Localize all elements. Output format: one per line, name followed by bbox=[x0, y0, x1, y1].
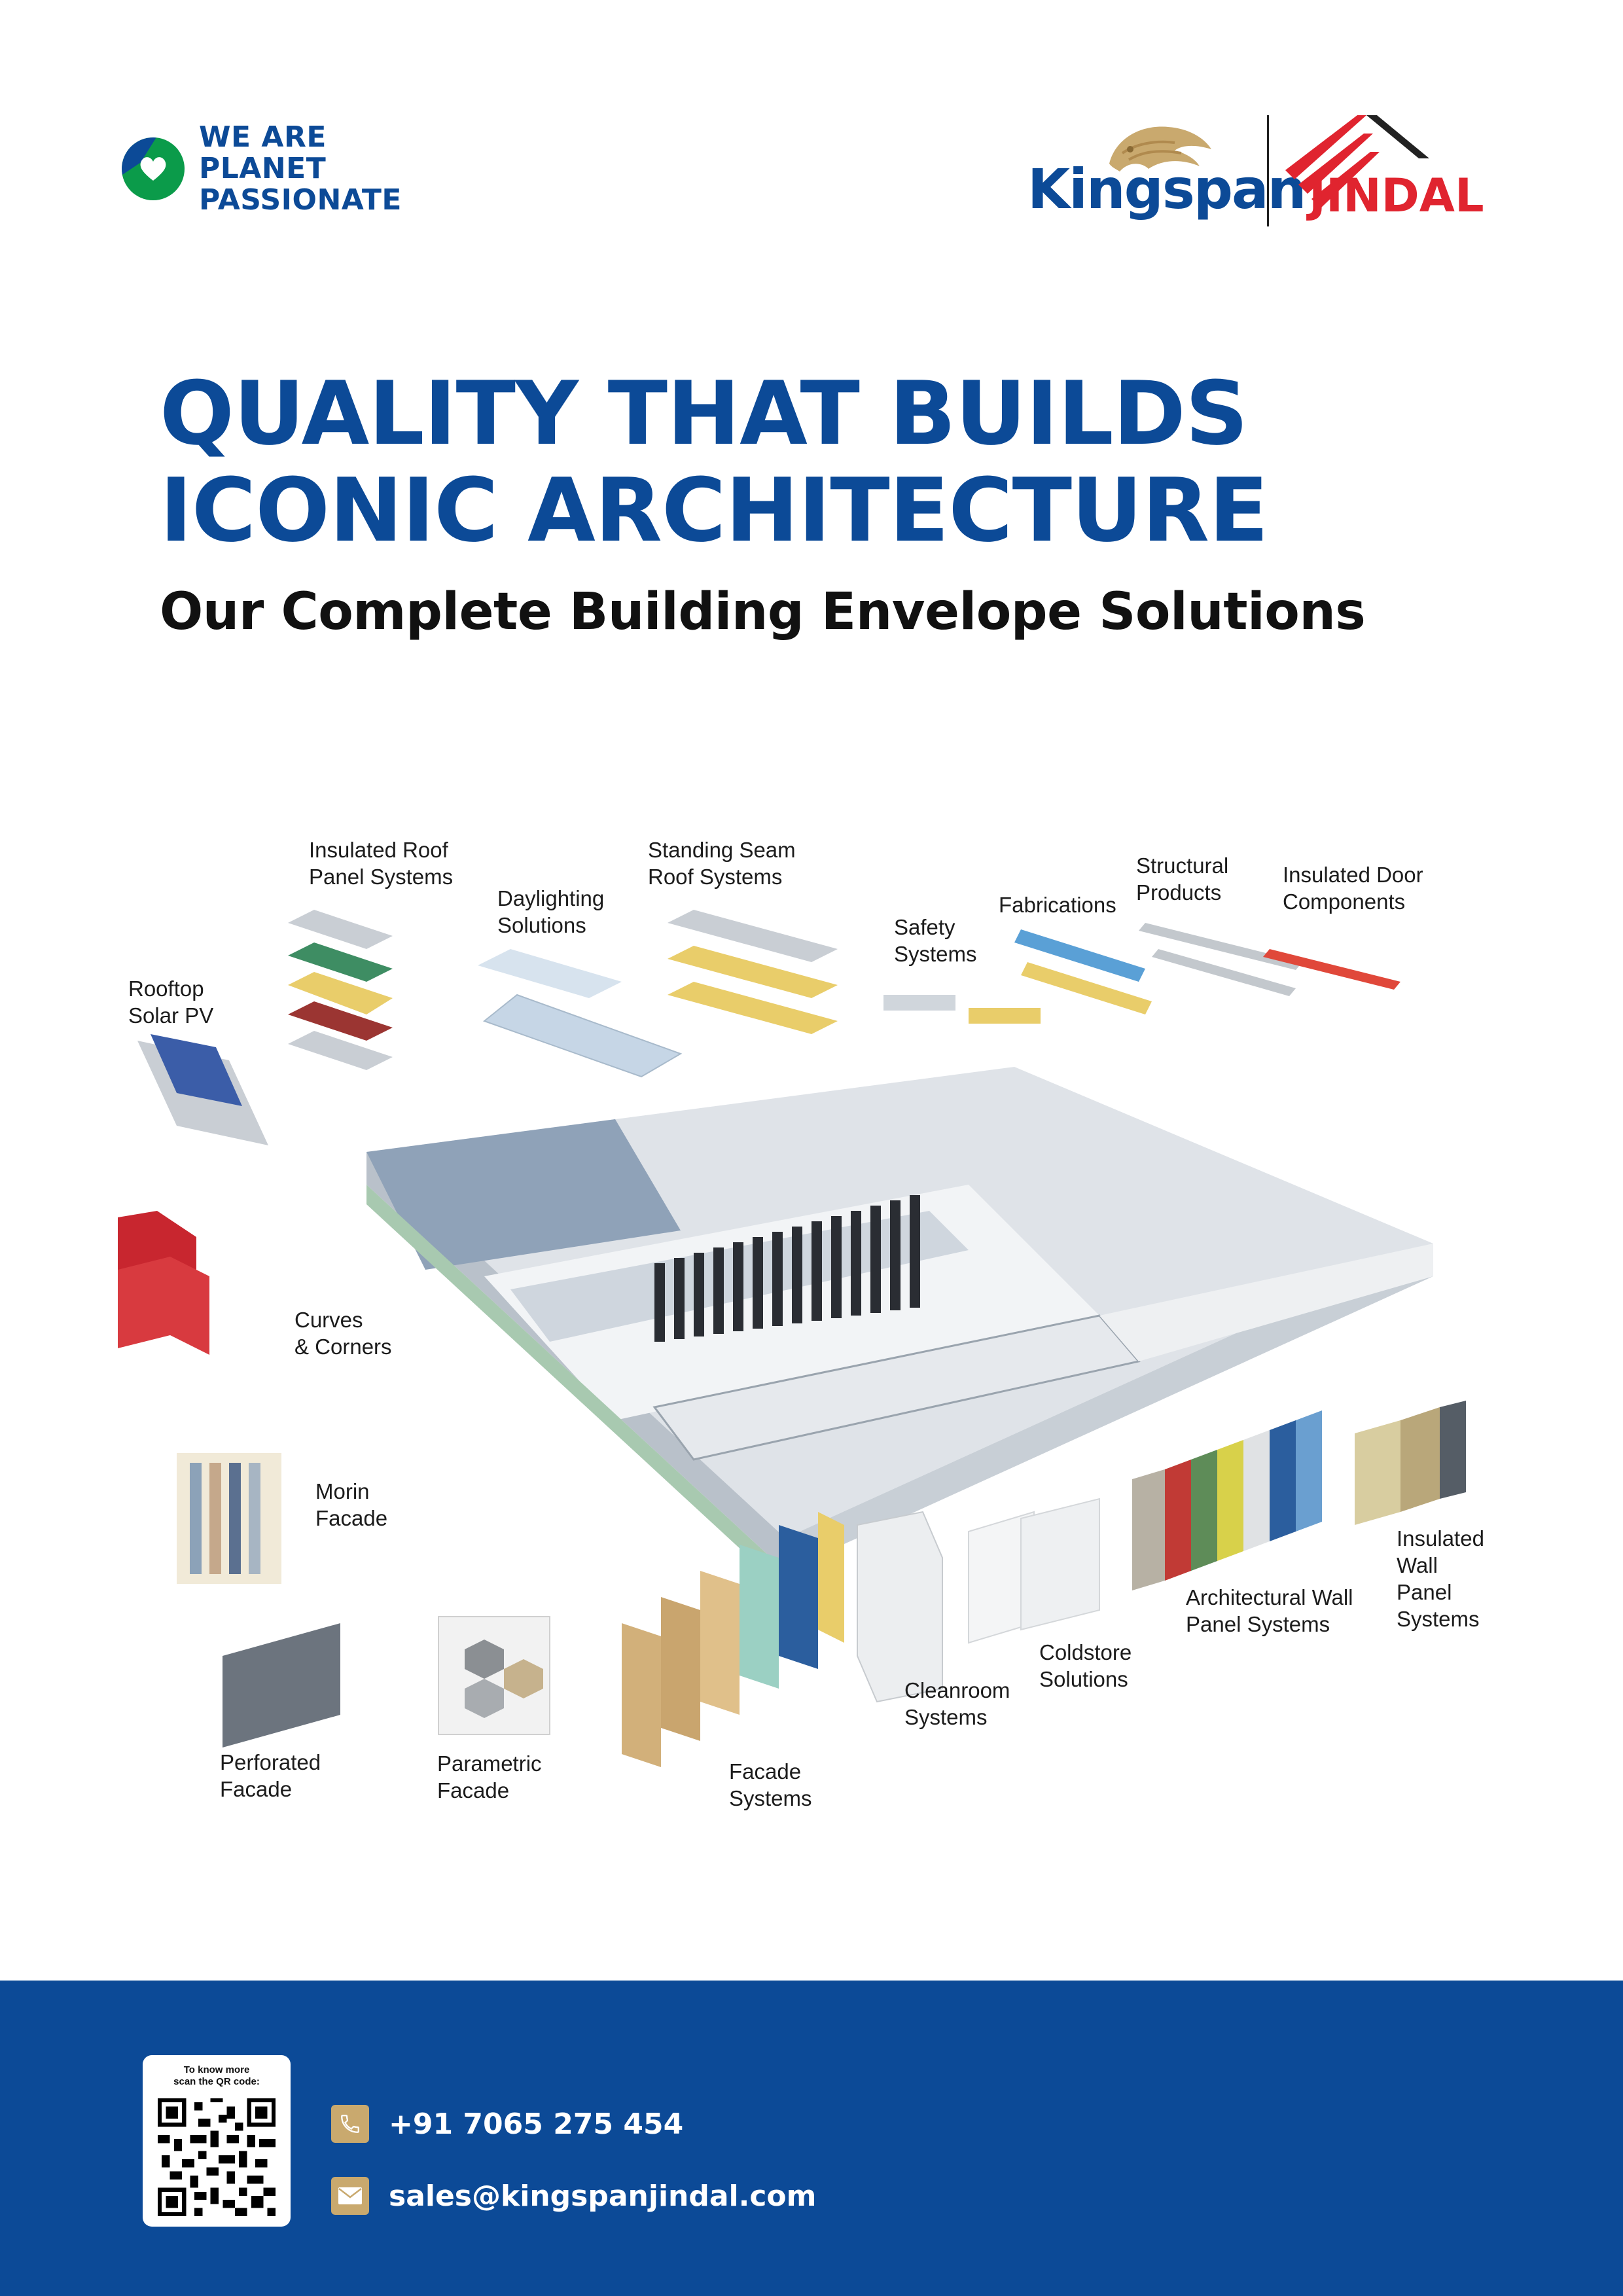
label-insulated-door: Insulated Door Components bbox=[1283, 863, 1423, 914]
morin-facade-graphic bbox=[177, 1453, 281, 1584]
label-safety: Safety Systems bbox=[894, 915, 977, 966]
solar-pv-graphic bbox=[137, 1034, 268, 1145]
contact-phone[interactable]: +91 7065 275 454 bbox=[331, 2105, 683, 2143]
tagline-line-1: WE ARE bbox=[199, 120, 327, 154]
parametric-facade-graphic bbox=[438, 1616, 550, 1735]
curves-corners-graphic bbox=[118, 1211, 209, 1355]
planet-heart-icon bbox=[122, 137, 185, 200]
label-standing-seam: Standing Seam Roof Systems bbox=[648, 838, 796, 889]
page-subheadline: Our Complete Building Envelope Solutions bbox=[160, 583, 1366, 641]
label-architectural-wall: Architectural Wall Panel Systems bbox=[1186, 1585, 1353, 1636]
label-insulated-wall: Insulated Wall Panel Systems bbox=[1397, 1526, 1484, 1631]
perforated-facade-graphic bbox=[223, 1623, 340, 1748]
phone-icon bbox=[331, 2105, 369, 2143]
mail-icon bbox=[331, 2177, 369, 2215]
coldstore-graphic bbox=[968, 1498, 1100, 1644]
label-cleanroom: Cleanroom Systems bbox=[904, 1678, 1010, 1729]
facade-systems-graphic bbox=[622, 1512, 844, 1767]
label-perforated-facade: Perforated Facade bbox=[220, 1750, 321, 1801]
roof-panel-stack-graphic bbox=[288, 910, 393, 1070]
planet-passionate-badge: WE ARE PLANET PASSIONATE bbox=[122, 122, 402, 216]
brand-logos: Kingspan JINDAL bbox=[1027, 111, 1505, 229]
qr-card: To know more scan the QR code: bbox=[143, 2055, 291, 2227]
cleanroom-graphic bbox=[857, 1511, 943, 1703]
building-envelope-illustration: Insulated Roof Panel Systems Standing Se… bbox=[118, 818, 1505, 1839]
label-structural: Structural Products bbox=[1136, 853, 1229, 905]
label-fabrications: Fabrications bbox=[999, 893, 1116, 917]
qr-caption: To know more scan the QR code: bbox=[173, 2064, 260, 2087]
standing-seam-graphic bbox=[668, 910, 838, 1034]
label-parametric-facade: Parametric Facade bbox=[437, 1751, 542, 1803]
label-insulated-roof: Insulated Roof Panel Systems bbox=[309, 838, 454, 889]
tagline-line-3: PASSIONATE bbox=[199, 183, 402, 217]
daylighting-graphic bbox=[478, 949, 683, 1078]
architectural-wall-graphic bbox=[1132, 1410, 1322, 1590]
label-facade-systems: Facade Systems bbox=[729, 1759, 812, 1810]
insulated-wall-graphic bbox=[1355, 1401, 1466, 1525]
tagline-line-2: PLANET bbox=[199, 152, 327, 185]
jindal-roof-icon bbox=[1285, 115, 1429, 208]
lion-logo-icon bbox=[1109, 126, 1211, 171]
qr-code-icon[interactable] bbox=[158, 2098, 276, 2216]
headline-line-1: QUALITY THAT BUILDS bbox=[160, 363, 1248, 465]
planet-tagline: WE ARE PLANET PASSIONATE bbox=[199, 122, 402, 216]
label-curves-corners: Curves & Corners bbox=[294, 1308, 392, 1359]
building-model bbox=[366, 1067, 1433, 1590]
label-rooftop-solar: Rooftop Solar PV bbox=[128, 977, 214, 1028]
phone-number[interactable]: +91 7065 275 454 bbox=[389, 2107, 684, 2141]
brand-divider bbox=[1267, 115, 1269, 226]
label-daylighting: Daylighting Solutions bbox=[497, 886, 605, 937]
label-morin-facade: Morin Facade bbox=[315, 1479, 388, 1530]
page-headline: QUALITY THAT BUILDS ICONIC ARCHITECTURE bbox=[160, 363, 1269, 562]
headline-line-2: ICONIC ARCHITECTURE bbox=[160, 459, 1269, 562]
accessories-graphic bbox=[883, 923, 1400, 1024]
label-coldstore: Coldstore Solutions bbox=[1039, 1640, 1132, 1691]
building-cutaway-graphic bbox=[118, 910, 1466, 1767]
kingspan-wordmark: Kingspan bbox=[1027, 157, 1306, 221]
email-address[interactable]: sales@kingspanjindal.com bbox=[389, 2179, 817, 2213]
jindal-wordmark: JINDAL bbox=[1309, 169, 1484, 223]
contact-email[interactable]: sales@kingspanjindal.com bbox=[331, 2177, 817, 2215]
